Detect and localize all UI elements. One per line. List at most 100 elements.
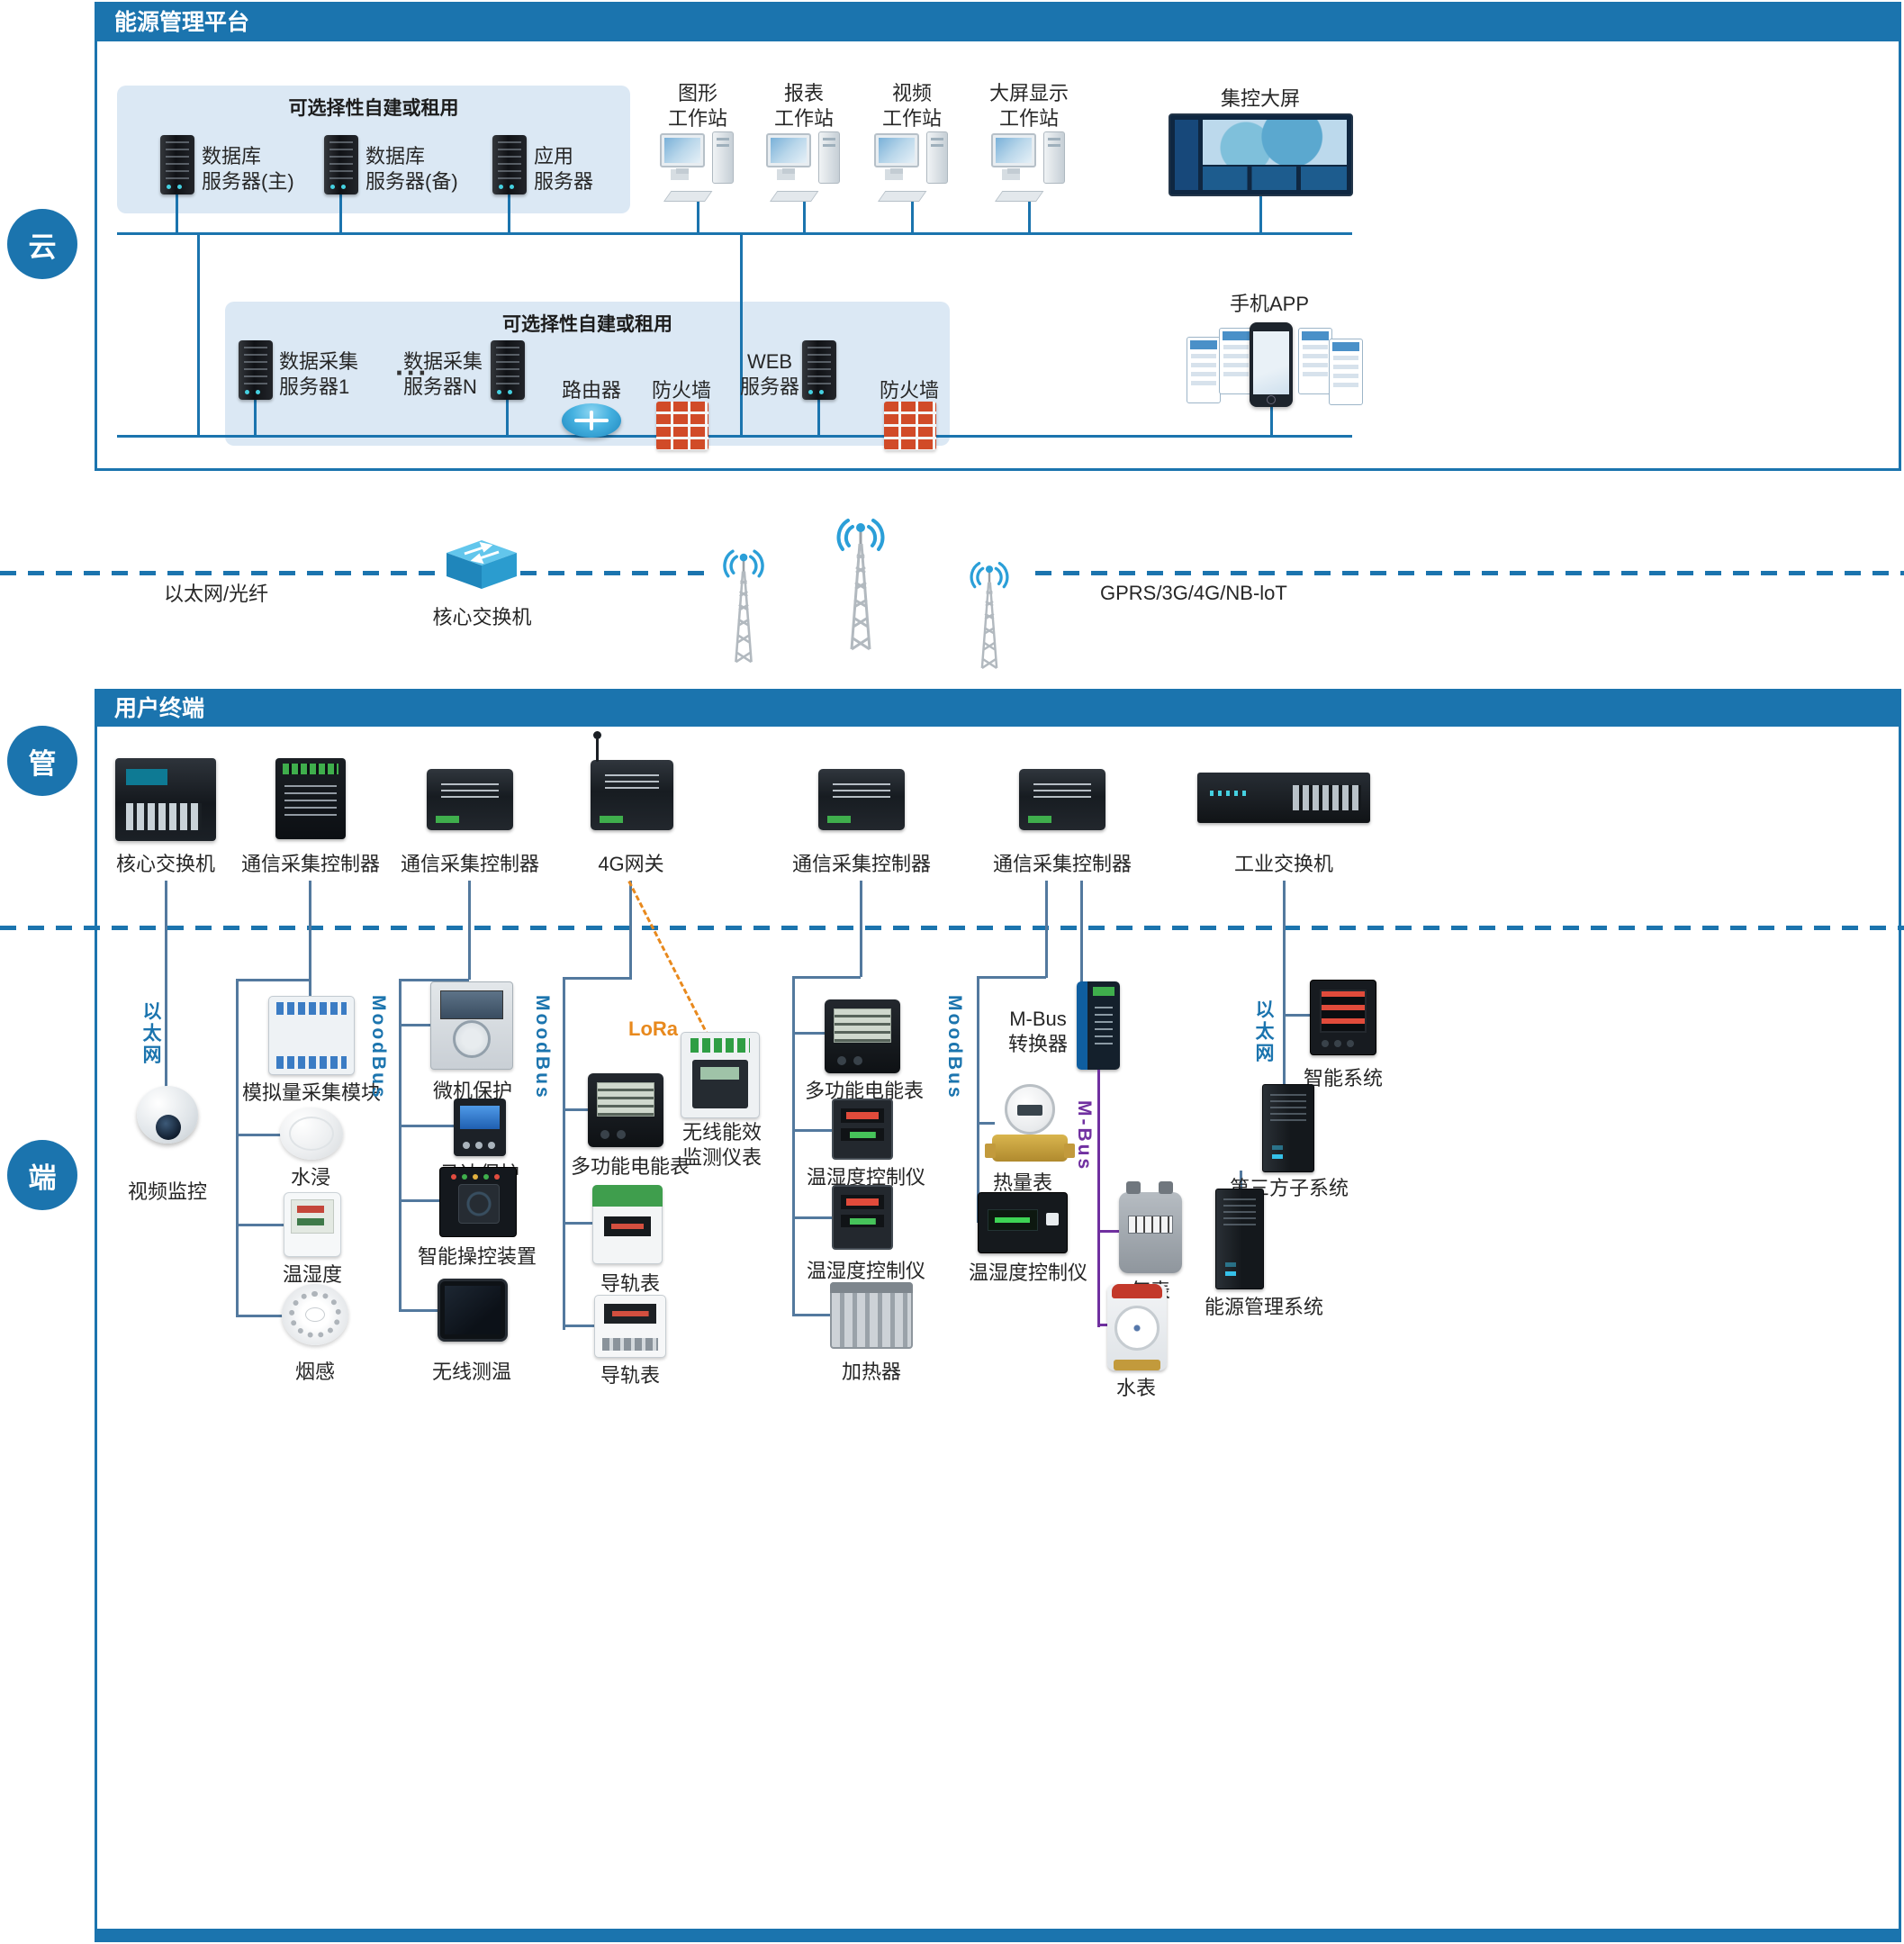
gateway-4g-label: 4G网关 bbox=[598, 853, 664, 875]
radio-tower-icon bbox=[836, 519, 885, 651]
web-server-icon bbox=[802, 340, 836, 400]
monitor-icon bbox=[766, 133, 811, 174]
temp-humidity-sensor-label: 温湿度 bbox=[282, 1263, 342, 1286]
keyboard-icon bbox=[770, 191, 819, 202]
connector-line bbox=[1240, 1171, 1242, 1190]
wired-network-label: 以太网/光纤 bbox=[163, 583, 269, 605]
control-screen-label: 集控大屏 bbox=[1220, 87, 1300, 110]
industrial-switch-icon bbox=[1197, 773, 1370, 823]
energy-meter-2-icon bbox=[825, 999, 900, 1073]
workstation-report-icon bbox=[766, 131, 844, 203]
monitor-icon bbox=[660, 133, 705, 174]
collect-server-n-icon bbox=[491, 340, 525, 400]
drop-line bbox=[508, 194, 510, 234]
smart-control-device-icon bbox=[439, 1167, 517, 1237]
motor-protection-icon bbox=[454, 1099, 506, 1156]
phone-icon bbox=[1250, 322, 1293, 407]
th-controller-2-icon bbox=[832, 1185, 893, 1250]
micro-protection-label: 微机保护 bbox=[432, 1080, 512, 1102]
connector-line bbox=[792, 1032, 825, 1035]
core-switch-device-icon bbox=[115, 758, 216, 841]
connector-line bbox=[563, 977, 565, 1330]
gas-meter-icon bbox=[1119, 1181, 1182, 1273]
smart-system-icon bbox=[1310, 980, 1376, 1055]
smoke-detector-icon bbox=[282, 1284, 348, 1345]
optional-box-1: 可选择性自建或租用 bbox=[117, 86, 630, 213]
bus-line-bottom bbox=[117, 435, 1352, 438]
connector-line bbox=[1080, 881, 1083, 983]
comm-controller-4-icon bbox=[1019, 769, 1105, 830]
ems-label: 能源管理系统 bbox=[1204, 1296, 1323, 1318]
connector-line bbox=[1045, 881, 1048, 978]
connector-line bbox=[629, 881, 632, 978]
firewall-1-icon bbox=[656, 402, 708, 450]
optional-box-2-title: 可选择性自建或租用 bbox=[502, 314, 672, 335]
collect-server-1-icon bbox=[239, 340, 273, 400]
ethernet-bus-label-1: 以太网 bbox=[140, 1001, 161, 1066]
third-party-system-icon bbox=[1262, 1084, 1314, 1172]
mobile-app-icon bbox=[1187, 321, 1363, 416]
workstation-video-label: 视频 工作站 bbox=[881, 82, 942, 131]
temp-humidity-sensor-icon bbox=[284, 1192, 341, 1257]
optional-box-1-title: 可选择性自建或租用 bbox=[288, 98, 459, 119]
connector-line bbox=[563, 977, 632, 980]
app-server-icon bbox=[492, 135, 527, 194]
water-sensor-icon bbox=[280, 1108, 343, 1160]
drop-line bbox=[1259, 196, 1262, 233]
keyboard-icon bbox=[878, 191, 927, 202]
workstation-bigscreen-label: 大屏显示 工作站 bbox=[988, 82, 1069, 131]
modbus-bus-label-2: MoodBus bbox=[532, 995, 553, 1100]
app-screen bbox=[1329, 339, 1363, 405]
comm-controller-1-icon bbox=[275, 758, 346, 839]
smart-system-label: 智能系统 bbox=[1303, 1067, 1383, 1090]
core-switch-device-label: 核心交换机 bbox=[115, 853, 215, 875]
router-label: 路由器 bbox=[561, 379, 621, 402]
drop-line bbox=[506, 400, 509, 436]
connector-line bbox=[792, 1216, 832, 1219]
connector-line bbox=[399, 979, 402, 1312]
keyboard-icon bbox=[995, 191, 1044, 202]
connector-line bbox=[792, 976, 861, 979]
collect-server-1-label: 数据采集 服务器1 bbox=[279, 350, 359, 399]
connector-line bbox=[399, 1199, 439, 1202]
camera-icon bbox=[133, 1086, 202, 1163]
connector-line bbox=[236, 1224, 284, 1226]
platform-title: 能源管理平台 bbox=[96, 4, 1899, 41]
analog-module-label: 模拟量采集模块 bbox=[241, 1081, 381, 1104]
water-meter-icon bbox=[1107, 1284, 1167, 1370]
core-switch-icon bbox=[447, 540, 517, 589]
drop-line bbox=[176, 194, 178, 234]
app-screen bbox=[1298, 328, 1332, 394]
pc-tower-icon bbox=[926, 131, 948, 184]
drop-line bbox=[911, 202, 914, 233]
connector-line bbox=[399, 1024, 430, 1026]
workstation-report-label: 报表 工作站 bbox=[773, 82, 834, 131]
connector-line bbox=[399, 1309, 438, 1312]
inter-bus-line bbox=[740, 234, 743, 436]
connector-line bbox=[236, 979, 311, 981]
ems-icon bbox=[1215, 1189, 1264, 1289]
workstation-graphics-icon bbox=[660, 131, 737, 203]
mbus-converter-icon bbox=[1077, 981, 1120, 1070]
drop-line bbox=[817, 400, 820, 436]
radio-tower-icon bbox=[970, 562, 1009, 669]
wireless-network-label: GPRS/3G/4G/NB-loT bbox=[1100, 582, 1287, 604]
gateway-4g-icon bbox=[591, 731, 673, 830]
water-sensor-label: 水浸 bbox=[290, 1166, 330, 1189]
th-controller-1-icon bbox=[832, 1099, 893, 1160]
heater-icon bbox=[830, 1282, 913, 1349]
radio-tower-icon bbox=[723, 549, 764, 664]
wireless-energy-meter-icon bbox=[681, 1032, 760, 1118]
pc-tower-icon bbox=[1043, 131, 1065, 184]
drop-line bbox=[339, 194, 342, 234]
modbus-bus-label-1: MoodBus bbox=[368, 995, 389, 1100]
connector-line bbox=[236, 1315, 284, 1317]
connector-line bbox=[309, 881, 311, 998]
pc-tower-icon bbox=[712, 131, 734, 184]
ethernet-bus-label-2: 以太网 bbox=[1253, 999, 1274, 1064]
wireless-temp-icon bbox=[438, 1279, 508, 1342]
workstation-graphics-label: 图形 工作站 bbox=[667, 82, 727, 131]
monitor-icon bbox=[874, 133, 919, 174]
inter-bus-line bbox=[197, 234, 200, 436]
